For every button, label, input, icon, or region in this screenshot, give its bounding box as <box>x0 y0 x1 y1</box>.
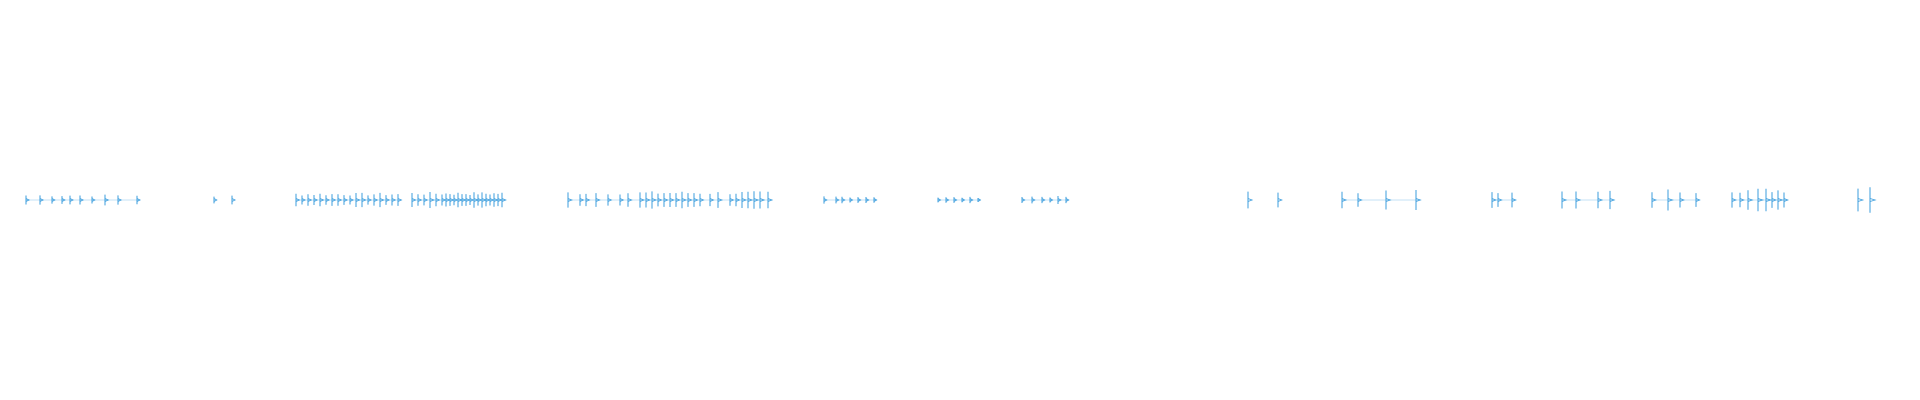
waveform-envelope <box>1247 198 1254 202</box>
waveform-envelope <box>213 198 218 202</box>
waveform-envelope <box>1783 198 1789 202</box>
waveform-envelope <box>397 198 403 202</box>
waveform-envelope <box>767 198 774 202</box>
waveform-envelope <box>231 198 237 202</box>
waveform-envelope <box>501 198 507 202</box>
waveform-envelope <box>1511 198 1517 202</box>
waveform-envelope <box>1415 198 1422 202</box>
waveform-envelope <box>1869 198 1877 202</box>
waveform-spikes <box>25 187 1877 213</box>
waveform-envelope <box>1695 198 1701 202</box>
waveform-envelope <box>1277 198 1283 202</box>
waveform-envelope <box>1857 198 1865 202</box>
waveform-envelope <box>136 198 141 202</box>
waveform-envelope <box>1609 198 1616 202</box>
